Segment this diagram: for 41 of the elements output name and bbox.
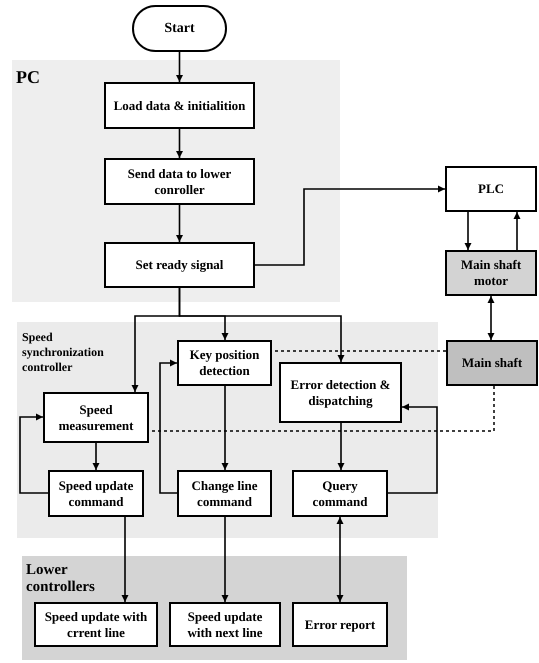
arrow: [388, 404, 438, 494]
arrow: [336, 517, 344, 602]
arrow: [514, 212, 520, 250]
process-box: Speed update with next line: [169, 602, 281, 647]
arrow: [122, 517, 128, 602]
group-panel: [17, 322, 438, 538]
group-panel: [12, 60, 340, 302]
process-box: Error detection & dispatching: [279, 362, 402, 423]
arrow: [178, 288, 344, 362]
terminal-shape: Start: [132, 5, 227, 52]
arrow: [222, 386, 228, 470]
process-box: Main shaft: [446, 340, 538, 386]
process-box: Key position detection: [177, 340, 272, 386]
process-box: Load data & initialition: [104, 82, 255, 129]
process-box: Speed update with crrent line: [34, 602, 158, 647]
arrow: [255, 186, 445, 266]
process-box: Send data to lower conroller: [104, 158, 255, 205]
arrow: [176, 52, 183, 82]
process-box: Error report: [292, 602, 388, 647]
arrow: [19, 414, 48, 494]
arrow: [464, 212, 472, 250]
process-box: Change line command: [177, 470, 272, 517]
process-box: Speed update command: [48, 470, 144, 517]
process-box: Query command: [292, 470, 388, 517]
group-heading: Lower controllers: [26, 562, 96, 596]
arrow: [176, 129, 183, 158]
group-panel: [22, 556, 407, 660]
dotted-line: [149, 386, 495, 432]
process-box: Set ready signal: [104, 242, 255, 288]
process-box: Main shaft motor: [445, 250, 537, 296]
arrow: [222, 517, 228, 602]
arrow: [338, 423, 344, 470]
arrow: [176, 205, 183, 242]
arrow: [159, 360, 177, 494]
process-box: Speed measurement: [43, 392, 149, 443]
arrow: [92, 443, 100, 470]
group-heading: Speed synchronization controller: [22, 330, 105, 375]
arrow: [488, 296, 494, 340]
group-heading: PC: [16, 66, 40, 89]
dotted-line: [272, 350, 446, 352]
process-box: PLC: [445, 166, 537, 212]
